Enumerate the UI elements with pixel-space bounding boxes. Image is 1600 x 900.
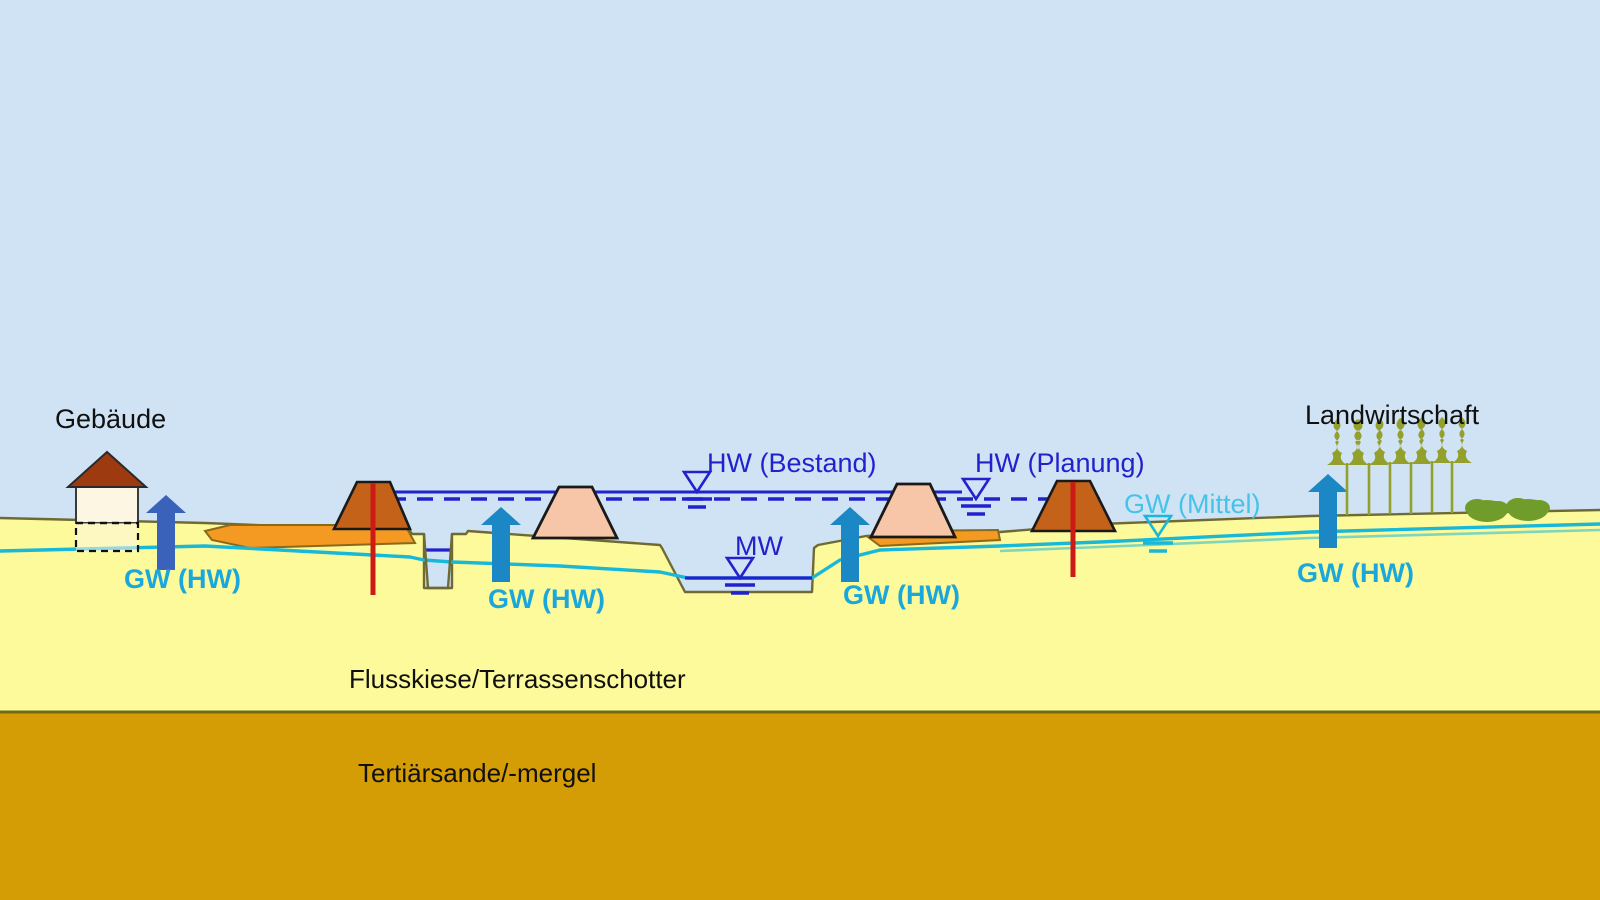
label-layer-gravel: Flusskiese/Terrassenschotter: [349, 664, 686, 694]
dike-planned-inner-left: [530, 485, 620, 540]
gravel-layer: [0, 510, 1600, 712]
building-wall: [75, 486, 139, 524]
label-hw-planung: HW (Planung): [975, 448, 1145, 478]
alluvium-lens-left: [203, 524, 417, 550]
label-gw-hw-1: GW (HW): [124, 564, 241, 594]
label-landwirtschaft: Landwirtschaft: [1305, 400, 1480, 430]
groundwater-mittel-line: [999, 528, 1600, 553]
drainage-ditch: [422, 533, 454, 590]
dike-existing-left: [331, 480, 412, 595]
label-hw-bestand: HW (Bestand): [707, 448, 877, 478]
arrow-gw-foreland: [830, 507, 870, 582]
label-layer-tertiary: Tertiärsande/-mergel: [358, 758, 596, 788]
label-gw-hw-3: GW (HW): [843, 580, 960, 610]
dike-planned-inner-right: [868, 482, 958, 539]
dike-existing-right: [1029, 479, 1118, 577]
label-mw: MW: [735, 531, 783, 561]
tertiary-layer: [0, 712, 1600, 900]
label-gw-hw-4: GW (HW): [1297, 558, 1414, 588]
label-gw-mittel: GW (Mittel): [1124, 489, 1260, 519]
label-gebaeude: Gebäude: [55, 404, 166, 434]
label-gw-hw-2: GW (HW): [488, 584, 605, 614]
arrow-gw-inner-left: [481, 507, 521, 582]
arrow-gw-building: [146, 495, 186, 570]
building-basement: [74, 521, 140, 553]
building-roof: [65, 450, 149, 488]
dike-body: [530, 485, 620, 540]
arrow-gw-agriculture: [1308, 474, 1348, 548]
dike-body: [868, 482, 958, 539]
building-group: [65, 450, 149, 553]
